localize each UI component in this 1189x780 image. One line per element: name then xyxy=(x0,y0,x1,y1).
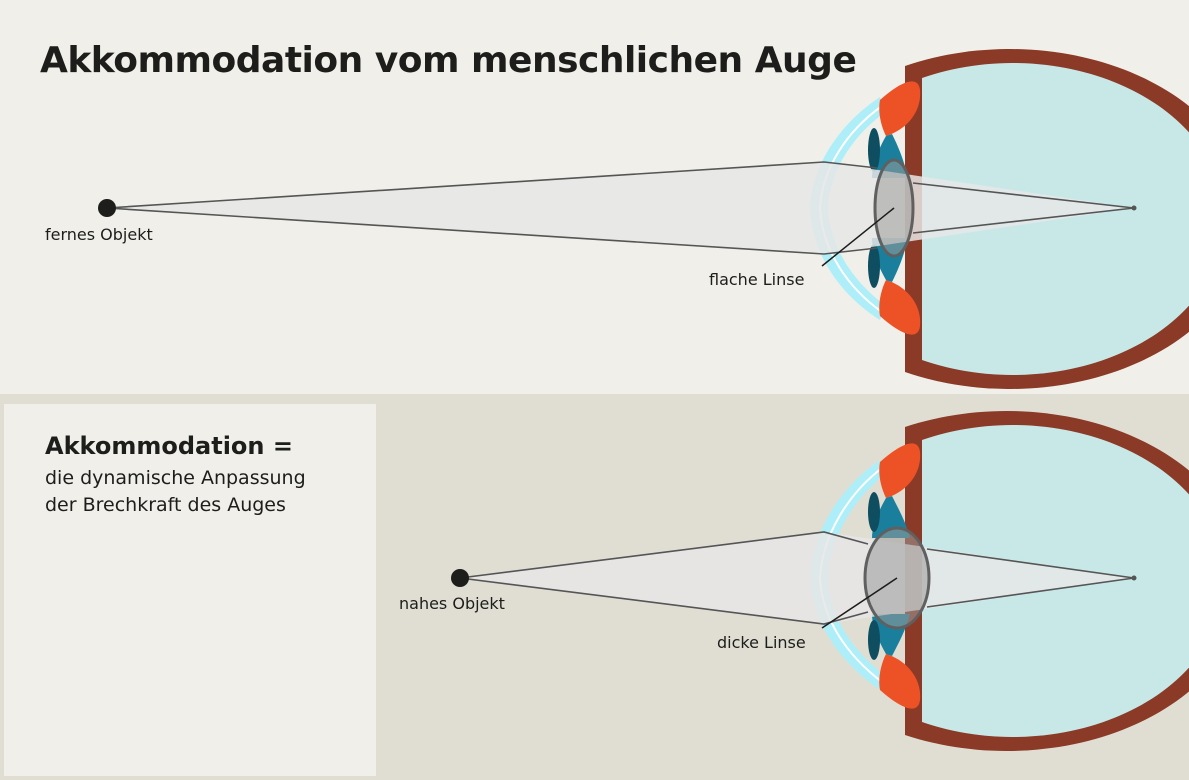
definition-line-1: die dynamische Anpassung xyxy=(45,467,306,489)
far-iris-upper xyxy=(879,81,921,136)
far-object-label: fernes Objekt xyxy=(45,225,153,244)
page-title: Akkommodation vom menschlichen Auge xyxy=(40,40,857,81)
far-lens-label: flache Linse xyxy=(709,270,804,289)
far-iris-lower xyxy=(879,280,921,335)
near-lens-callout xyxy=(821,577,898,629)
definition-line-2: der Brechkraft des Auges xyxy=(45,494,286,516)
near-cornea xyxy=(810,460,886,690)
near-lens-label: dicke Linse xyxy=(717,633,806,652)
near-object-dot xyxy=(451,569,469,587)
near-iris-upper xyxy=(879,443,921,498)
definition-box xyxy=(4,404,376,776)
far-cornea xyxy=(810,97,886,320)
definition-heading: Akkommodation = xyxy=(45,432,293,460)
far-lens-callout xyxy=(821,207,895,267)
near-iris-lower xyxy=(879,654,921,709)
far-object-dot xyxy=(98,199,116,217)
far-eye xyxy=(106,49,1189,389)
near-object-label: nahes Objekt xyxy=(399,594,505,613)
near-eye xyxy=(459,411,1189,751)
